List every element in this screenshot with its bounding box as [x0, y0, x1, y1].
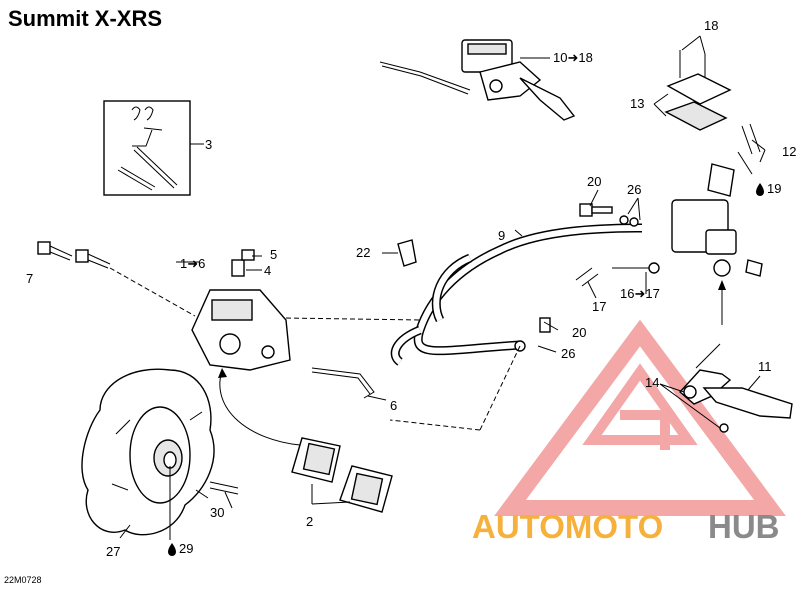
callout-10: 10➜18 — [553, 50, 593, 65]
caliper-bolts — [37, 241, 196, 317]
callout-13: 13 — [630, 96, 644, 111]
brake-pads — [291, 437, 393, 513]
diagram-code: 22M0728 — [4, 575, 42, 585]
callout-27: 27 — [106, 544, 120, 559]
brake-caliper — [191, 249, 291, 371]
rear-master-cylinder — [664, 50, 763, 277]
watermark-text-hub: HUB — [708, 508, 780, 545]
top-master-cylinder — [379, 39, 576, 121]
disc-pin — [209, 481, 239, 495]
callout-11: 11 — [758, 359, 772, 374]
callout-7: 7 — [26, 271, 33, 286]
callout-29: 29 — [179, 541, 193, 556]
callout-20-top: 20 — [587, 174, 601, 189]
callout-6: 6 — [390, 398, 397, 413]
hose-bracket — [397, 239, 417, 267]
callout-16: 16➜17 — [620, 286, 660, 301]
lubricant-drop-icon-19 — [756, 183, 764, 196]
pin-kit-box — [103, 100, 204, 196]
callout-2: 2 — [306, 514, 313, 529]
callout-20-bottom: 20 — [572, 325, 586, 340]
brake-lever — [678, 343, 793, 433]
watermark-text: AUTOMOTO HUB — [472, 508, 780, 545]
pad-spring — [311, 367, 375, 399]
callout-18: 18 — [704, 18, 718, 33]
callout-22: 22 — [356, 245, 370, 260]
callout-14: 14 — [645, 375, 659, 390]
banjo-bolts — [514, 203, 660, 352]
watermark-text-auto: AUTOMOTO — [472, 508, 663, 545]
callout-30: 30 — [210, 505, 224, 520]
brake-disc — [81, 368, 215, 536]
callout-26-bottom: 26 — [561, 346, 575, 361]
lubricant-drop-icon-29 — [168, 543, 176, 556]
callout-5: 5 — [270, 247, 277, 262]
callout-12: 12 — [782, 144, 796, 159]
callout-1: 1➜6 — [180, 256, 205, 271]
callout-3: 3 — [205, 137, 212, 152]
callout-17: 17 — [592, 299, 606, 314]
callout-4: 4 — [264, 263, 271, 278]
brake-hose — [390, 223, 643, 366]
diagram-title: Summit X-XRS — [8, 6, 163, 31]
callout-19: 19 — [767, 181, 781, 196]
watermark-logo — [494, 319, 786, 516]
callout-26-top: 26 — [627, 182, 641, 197]
callout-9: 9 — [498, 228, 505, 243]
leader-lines — [119, 35, 766, 540]
